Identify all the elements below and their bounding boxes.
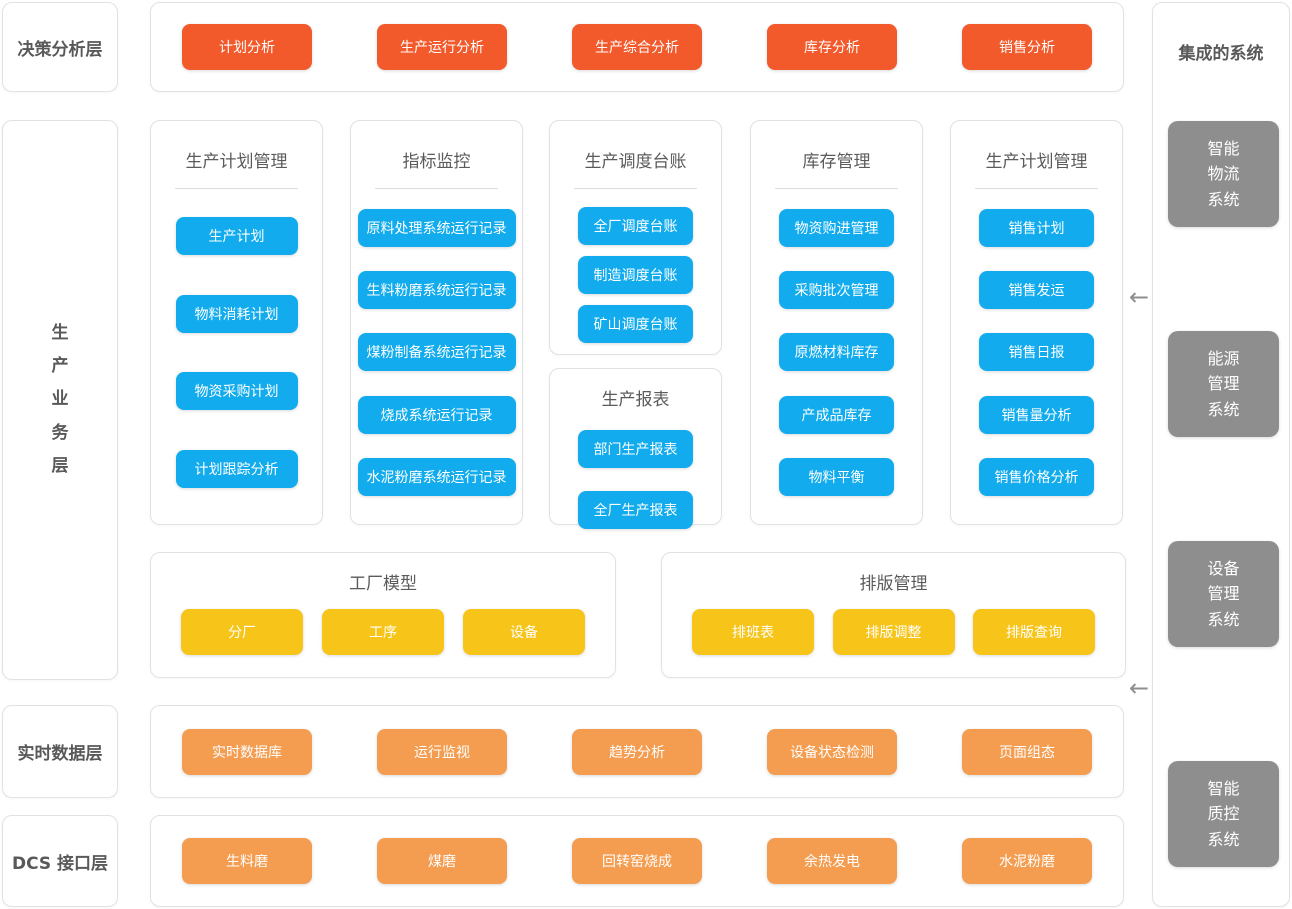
layer-label-text: 生产业务层 xyxy=(51,323,69,476)
sales-plan-button[interactable]: 销售计划 xyxy=(979,209,1094,248)
coal-preparation-record-button[interactable]: 煤粉制备系统运行记录 xyxy=(357,333,516,372)
coal-mill-button[interactable]: 煤磨 xyxy=(377,838,507,884)
sales-price-analysis-button[interactable]: 销售价格分析 xyxy=(979,457,1094,496)
left-arrow-icon: ← xyxy=(1129,283,1150,311)
layer-label-business: 生产业务层 xyxy=(2,120,118,680)
layer-label-text: 实时数据层 xyxy=(17,744,103,764)
clinker-burning-record-button[interactable]: 烧成系统运行记录 xyxy=(357,395,516,434)
factory-model-panel: 工厂模型 分厂 工序 设备 xyxy=(150,552,616,678)
sales-daily-report-button[interactable]: 销售日报 xyxy=(979,333,1094,372)
layer-label-dcs: DCS 接口层 xyxy=(2,815,118,907)
raw-meal-grinding-record-button[interactable]: 生料粉磨系统运行记录 xyxy=(357,271,516,310)
panel-title: 生产计划管理 xyxy=(985,152,1088,172)
plant-dispatch-ledger-button[interactable]: 全厂调度台账 xyxy=(578,207,693,245)
shift-schedule-button[interactable]: 排班表 xyxy=(692,608,814,655)
smart-quality-control-system-box[interactable]: 智能 质控 系统 xyxy=(1168,761,1279,867)
production-comprehensive-analysis-button[interactable]: 生产综合分析 xyxy=(572,24,702,70)
production-plan-button[interactable]: 生产计划 xyxy=(175,216,298,255)
process-button[interactable]: 工序 xyxy=(322,608,444,655)
sales-analysis-button[interactable]: 销售分析 xyxy=(962,24,1092,70)
raw-material-handling-record-button[interactable]: 原料处理系统运行记录 xyxy=(357,209,516,248)
rotary-kiln-button[interactable]: 回转窑烧成 xyxy=(572,838,702,884)
material-balance-button[interactable]: 物料平衡 xyxy=(779,457,894,496)
schedule-query-button[interactable]: 排版查询 xyxy=(973,608,1095,655)
equipment-status-detection-button[interactable]: 设备状态检测 xyxy=(767,728,897,775)
decision-analysis-panel: 计划分析 生产运行分析 生产综合分析 库存分析 销售分析 xyxy=(150,2,1124,92)
plan-tracking-analysis-button[interactable]: 计划跟踪分析 xyxy=(175,450,298,489)
integrated-systems-panel: 集成的系统 智能 物流 系统 能源 管理 系统 设备 管理 系统 智能 质控 系… xyxy=(1152,2,1290,907)
panel-title: 生产计划管理 xyxy=(185,152,288,172)
raw-fuel-material-inventory-button[interactable]: 原燃材料库存 xyxy=(779,333,894,372)
divider xyxy=(775,188,898,189)
manufacturing-dispatch-ledger-button[interactable]: 制造调度台账 xyxy=(578,256,693,294)
inventory-analysis-button[interactable]: 库存分析 xyxy=(767,24,897,70)
layer-label-text: 决策分析层 xyxy=(17,39,103,60)
plan-analysis-button[interactable]: 计划分析 xyxy=(182,24,312,70)
schedule-adjust-button[interactable]: 排版调整 xyxy=(832,608,955,655)
mine-dispatch-ledger-button[interactable]: 矿山调度台账 xyxy=(578,305,693,343)
cement-grinding-button[interactable]: 水泥粉磨 xyxy=(962,838,1092,884)
scheduling-management-panel: 排版管理 排班表 排版调整 排版查询 xyxy=(661,552,1126,678)
material-purchase-plan-button[interactable]: 物资采购计划 xyxy=(175,372,298,411)
layer-label-decision: 决策分析层 xyxy=(2,2,118,92)
material-consumption-plan-button[interactable]: 物料消耗计划 xyxy=(175,294,298,333)
dcs-interface-panel: 生料磨 煤磨 回转窑烧成 余热发电 水泥粉磨 xyxy=(150,815,1124,907)
branch-plant-button[interactable]: 分厂 xyxy=(181,608,303,655)
department-production-report-button[interactable]: 部门生产报表 xyxy=(578,430,693,468)
panel-title: 排版管理 xyxy=(859,574,928,594)
panel-title: 生产报表 xyxy=(601,390,670,410)
divider xyxy=(175,188,298,189)
production-report-panel: 生产报表 部门生产报表 全厂生产报表 xyxy=(549,368,722,529)
equipment-management-system-box[interactable]: 设备 管理 系统 xyxy=(1168,541,1279,647)
layer-label-realtime: 实时数据层 xyxy=(2,705,118,798)
realtime-data-panel: 实时数据库 运行监视 趋势分析 设备状态检测 页面组态 xyxy=(150,705,1124,798)
waste-heat-power-button[interactable]: 余热发电 xyxy=(767,838,897,884)
purchase-batch-management-button[interactable]: 采购批次管理 xyxy=(779,271,894,310)
raw-mill-button[interactable]: 生料磨 xyxy=(182,838,312,884)
equipment-button[interactable]: 设备 xyxy=(463,608,585,655)
layer-label-text: DCS 接口层 xyxy=(11,853,109,874)
integrated-systems-title: 集成的系统 xyxy=(1178,44,1264,64)
panel-title: 库存管理 xyxy=(802,152,871,172)
sales-shipping-button[interactable]: 销售发运 xyxy=(979,271,1094,310)
divider xyxy=(975,188,1098,189)
divider xyxy=(375,188,498,189)
finished-product-inventory-button[interactable]: 产成品库存 xyxy=(779,395,894,434)
sales-management-panel: 生产计划管理 销售计划 销售发运 销售日报 销售量分析 销售价格分析 xyxy=(950,120,1123,525)
divider xyxy=(574,188,697,189)
material-procurement-management-button[interactable]: 物资购进管理 xyxy=(779,209,894,248)
panel-title: 生产调度台账 xyxy=(584,152,687,172)
inventory-management-panel: 库存管理 物资购进管理 采购批次管理 原燃材料库存 产成品库存 物料平衡 xyxy=(750,120,923,525)
production-dispatch-ledger-panel: 生产调度台账 全厂调度台账 制造调度台账 矿山调度台账 xyxy=(549,120,722,355)
left-arrow-icon: ← xyxy=(1129,674,1150,702)
operation-monitoring-button[interactable]: 运行监视 xyxy=(377,728,507,775)
trend-analysis-button[interactable]: 趋势分析 xyxy=(572,728,702,775)
realtime-database-button[interactable]: 实时数据库 xyxy=(182,728,312,775)
panel-title: 指标监控 xyxy=(402,152,471,172)
production-operation-analysis-button[interactable]: 生产运行分析 xyxy=(377,24,507,70)
energy-management-system-box[interactable]: 能源 管理 系统 xyxy=(1168,331,1279,437)
sales-volume-analysis-button[interactable]: 销售量分析 xyxy=(979,395,1094,434)
indicator-monitoring-panel: 指标监控 原料处理系统运行记录 生料粉磨系统运行记录 煤粉制备系统运行记录 烧成… xyxy=(350,120,523,525)
production-plan-management-panel: 生产计划管理 生产计划 物料消耗计划 物资采购计划 计划跟踪分析 xyxy=(150,120,323,525)
cement-grinding-record-button[interactable]: 水泥粉磨系统运行记录 xyxy=(357,457,516,496)
panel-title: 工厂模型 xyxy=(349,574,417,594)
page-configuration-button[interactable]: 页面组态 xyxy=(962,728,1092,775)
plant-production-report-button[interactable]: 全厂生产报表 xyxy=(578,491,693,529)
smart-logistics-system-box[interactable]: 智能 物流 系统 xyxy=(1168,121,1279,227)
